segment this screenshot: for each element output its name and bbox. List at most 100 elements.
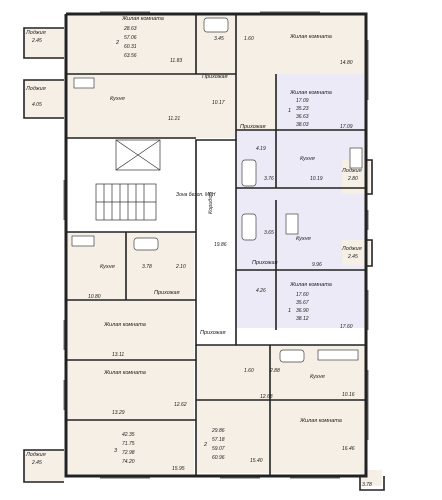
apt-tl-rooms: 2 [115,40,119,46]
apt-rt-rooms: 1 [288,108,291,114]
room-area-l-loggia: 2.45 [31,460,42,466]
room-area-r-bath1: 3.76 [264,176,274,182]
stove-top-left [73,77,95,89]
room-name-r-kitchen2: Кухня [296,236,311,242]
room-area-r-living2: 17.60 [340,324,353,330]
safe-zone-label: Зона безоп. МГН [176,192,216,198]
apt-rt-area-3: 38.03 [296,122,309,128]
room-area-b-hall: 12.68 [260,394,273,400]
apt-left-bottom-fill [66,232,194,474]
apt-bc-area-3: 60.96 [212,455,225,461]
stove-right2 [285,213,299,235]
room-area-r-loggia1: 2.80 [347,176,358,182]
apt-rt-area-2: 36.63 [296,114,309,120]
room-name-r-hall1: Прихожая [240,124,266,130]
apt-tl-area-2: 60.31 [124,44,137,50]
left-loggia2-fill [24,80,64,118]
loggia-right2 [366,239,373,267]
apartment-summaries: 2 28.63 57.06 60.31 63.56 1 17.09 35.23 … [114,26,309,465]
apt-lb-rooms: 3 [114,448,118,454]
room-area-tl-kitchen: 11.21 [168,116,180,122]
outer-wall-top [66,12,368,478]
room-name-tl-living: Жилая комната [121,16,164,22]
apt-rb-area-0: 17.60 [296,292,309,298]
apt-bc-rooms: 2 [203,442,207,448]
apt-rb-rooms: 1 [288,308,291,314]
bathtub-top [203,17,229,33]
room-area-r-living1: 17.09 [340,124,353,130]
apt-bc-area-2: 59.07 [212,446,225,452]
stove-right1 [349,147,363,169]
apt-tl-area-0: 28.63 [123,26,137,32]
loggia-left1 [23,27,64,59]
apt-top-left-fill [66,14,236,138]
loggia-right1 [366,159,373,195]
loggia-bottom-right [359,476,385,491]
room-area-r-kitchen2: 9.96 [312,262,322,268]
bathtub-bottom [279,349,305,363]
apt-lb-area-0: 42.35 [122,432,135,438]
stairwell [95,139,161,221]
apt-rt-area-1: 35.23 [296,106,309,112]
room-area-tl-loggia2: 4.05 [32,102,42,108]
loggia-left2 [23,79,64,119]
room-area-corridor: 19.86 [214,242,227,248]
fixtures [71,17,363,363]
room-name-b-kitchen: Кухня [310,374,325,380]
room-name-l-kitchen: Кухня [100,264,115,270]
apt-bc-area-0: 29.86 [211,428,225,434]
stove-bottom [317,349,359,361]
apt-bottom-fill [196,345,366,473]
room-area-l-kitchen: 10.80 [88,294,101,300]
outer-wall-left [64,14,196,478]
elevator-shaft [115,139,161,171]
walls [23,11,385,491]
room-area-l-hall: 12.62 [174,402,187,408]
room-name-corridor: Коридор [208,192,214,214]
room-area-tl-loggia: 2.45 [31,38,42,44]
room-area-r-hall1: 4.19 [256,146,266,152]
bathtub-left [133,237,159,251]
room-area-b-living: 16.46 [342,446,355,452]
room-name-tl-loggia2: Лоджия [25,86,46,92]
room-area-l-bath2: 2.10 [175,264,186,270]
apt-rb-area-3: 38.12 [296,316,309,322]
left-loggia3-fill [24,450,64,482]
room-name-tl-loggia: Лоджия [25,30,46,36]
apt-lb-area-1: 71.75 [122,441,135,447]
window-marks [63,11,369,479]
stove-left [71,235,95,247]
room-name-l-loggia: Лоджия [25,452,46,458]
apt-rb-area-2: 36.90 [296,308,309,314]
apt-lb-area-3: 74.20 [122,459,135,465]
stair-steps [96,184,156,220]
room-area-l-living1: 13.11 [112,352,124,358]
room-area-center-hall: 15.40 [250,458,263,464]
room-labels: Жилая комната 11.83 Лоджия 2.45 Кухня 11… [25,16,372,488]
room-name-r-hall2: Прихожая [252,260,278,266]
room-name-b-living: Жилая комната [299,418,342,424]
bathtub-right2 [241,213,257,241]
room-area-b-loggia: 3.78 [362,482,372,488]
apt-tl-area-1: 57.06 [124,35,137,41]
room-area-b-kitchen: 10.16 [342,392,355,398]
room-area-tl-living: 11.83 [170,58,182,64]
room-name-tl-kitchen: Кухня [110,96,125,102]
room-name-tl-hall: Прихожая [202,74,228,80]
room-name-center-hall: Прихожая [200,330,226,336]
room-name-r-loggia1: Лоджия [341,168,362,174]
room-name-r-living2: Жилая комната [289,282,332,288]
room-area-r-hall2: 4.26 [256,288,266,294]
room-area-tl-hall: 10.17 [212,100,225,106]
room-area-r-kitchen1: 10.19 [310,176,323,182]
left-loggia1-fill [24,28,64,58]
room-area-l-bottom: 15.95 [172,466,185,472]
room-area-top-bath1: 3.45 [214,36,224,42]
apt-rb-area-1: 35.67 [296,300,309,306]
loggia-left3 [23,449,64,483]
elevator-cross [115,139,161,171]
room-area-l-living2: 13.29 [112,410,125,416]
apt-tl-area-3: 63.56 [124,53,137,59]
room-area-top-bath2: 1.60 [244,36,254,42]
